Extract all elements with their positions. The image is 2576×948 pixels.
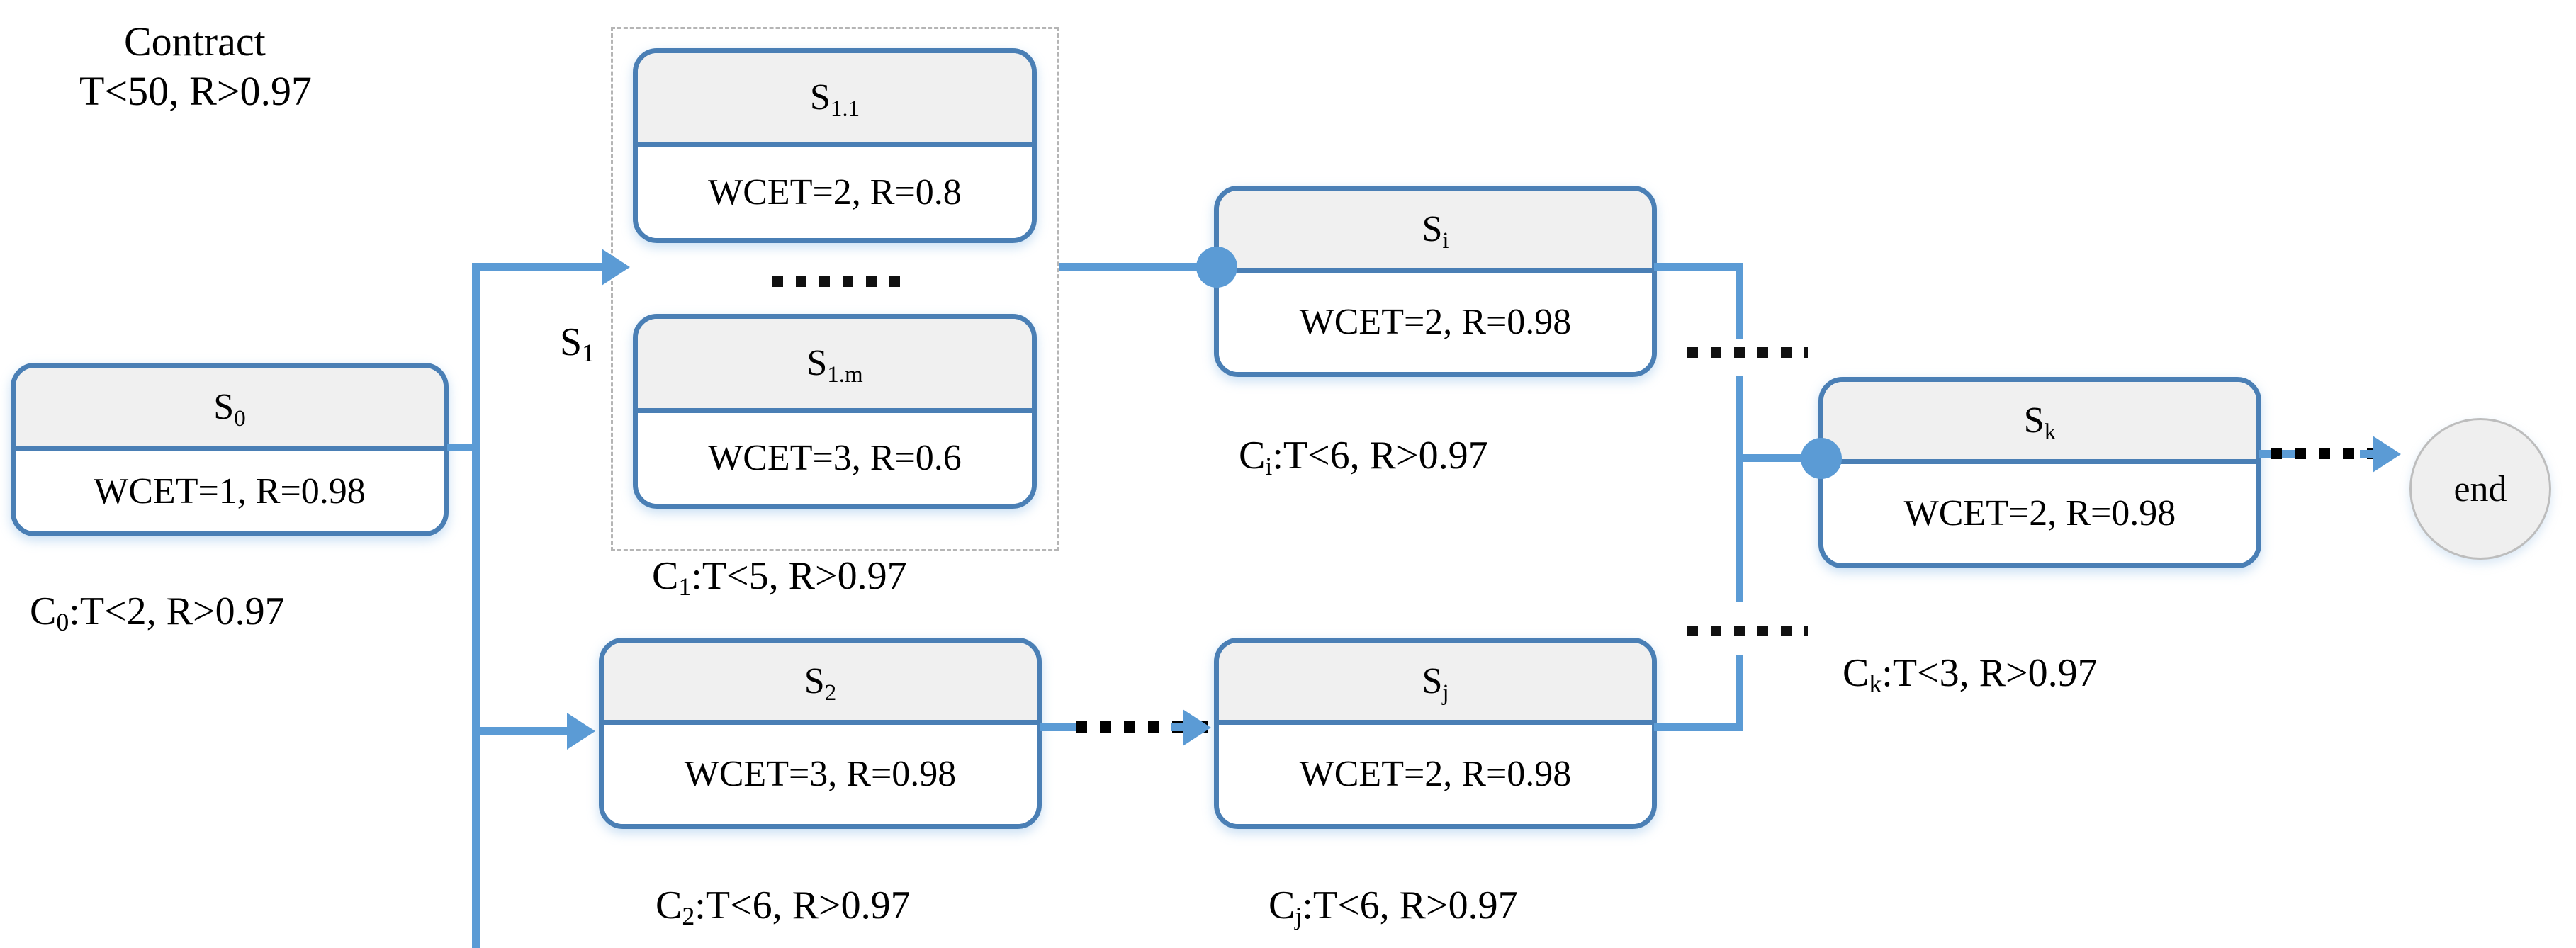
contract-c1-text: :T<5, R>0.97 — [691, 554, 907, 598]
contract-title: Contract — [124, 18, 266, 64]
contract-label-cj: Cj:T<6, R>0.97 — [1269, 882, 1518, 931]
node-s2-sub: 2 — [824, 679, 837, 706]
edge-s2-out-stub — [1040, 723, 1086, 731]
contract-c0-name: C — [30, 589, 57, 633]
edge-merge-mid-vert — [1736, 376, 1743, 602]
node-sj-header: Sj — [1219, 643, 1652, 725]
group-s1-dashed-box — [611, 27, 1059, 551]
node-s1-m-sub: 1.m — [827, 362, 863, 388]
contract-c2-sub: 2 — [682, 902, 695, 931]
contract-ck-name: C — [1843, 651, 1869, 695]
node-s2-body: WCET=3, R=0.98 — [604, 725, 1037, 824]
node-s2-header: S2 — [604, 643, 1037, 725]
edge-s1-group-to-si — [1059, 263, 1219, 271]
node-sk-spec: WCET=2, R=0.98 — [1903, 493, 2176, 534]
node-sk-name: S — [2023, 400, 2045, 441]
node-s1-1[interactable]: S1.1 WCET=2, R=0.8 — [633, 48, 1037, 243]
contract-label-ci: Ci:T<6, R>0.97 — [1239, 432, 1488, 481]
node-si-sub: i — [1442, 227, 1449, 254]
node-s1-1-body: WCET=2, R=0.8 — [638, 147, 1032, 238]
group-s1-label-name: S — [560, 320, 583, 364]
edge-s0-out-stub — [447, 444, 480, 451]
node-s2[interactable]: S2 WCET=3, R=0.98 — [599, 638, 1042, 829]
contract-label-c0: C0:T<2, R>0.97 — [30, 588, 285, 637]
arrowhead-to-end — [2373, 436, 2401, 473]
node-sk-body: WCET=2, R=0.98 — [1823, 464, 2256, 563]
node-sj[interactable]: Sj WCET=2, R=0.98 — [1214, 638, 1657, 829]
node-sj-body: WCET=2, R=0.98 — [1219, 725, 1652, 824]
contract-ci-text: :T<6, R>0.97 — [1272, 434, 1488, 478]
ellipsis-between-si-and-sk — [1687, 347, 1808, 358]
node-sk-header: Sk — [1823, 382, 2256, 464]
group-s1-label: S1 — [560, 319, 595, 368]
arrowhead-to-s1-group — [602, 249, 630, 286]
group-s1-label-sub: 1 — [582, 339, 595, 368]
edge-merge-lower-vert — [1736, 655, 1743, 731]
node-sj-sub: j — [1442, 679, 1449, 706]
arrowhead-to-s2 — [567, 713, 595, 750]
node-s2-name: S — [804, 660, 825, 701]
contract-c2-text: :T<6, R>0.97 — [694, 884, 911, 927]
contract-c0-sub: 0 — [56, 608, 69, 637]
node-s0-body: WCET=1, R=0.98 — [16, 451, 444, 531]
node-s1-m-name: S — [806, 343, 828, 383]
contract-c1-sub: 1 — [678, 572, 692, 602]
contract-c2-name: C — [656, 884, 682, 927]
node-si-spec: WCET=2, R=0.98 — [1299, 302, 1572, 342]
node-s1-1-spec: WCET=2, R=0.8 — [708, 172, 962, 213]
junction-dot-sk-left — [1801, 438, 1842, 479]
node-s0-header: S0 — [16, 368, 444, 451]
contract-label-c2: C2:T<6, R>0.97 — [656, 882, 911, 931]
node-s1-1-sub: 1.1 — [830, 96, 860, 122]
edge-merge-upper-vert — [1736, 263, 1743, 339]
contract-cj-sub: j — [1295, 902, 1303, 931]
contract-ci-sub: i — [1265, 452, 1273, 481]
contract-constraint: T<50, R>0.97 — [79, 68, 313, 114]
edge-merge-to-sk — [1736, 454, 1835, 462]
node-s0-name: S — [213, 386, 235, 427]
ellipsis-inside-group-s1 — [772, 276, 900, 287]
contract-cj-text: :T<6, R>0.97 — [1302, 884, 1518, 927]
contract-ck-sub: k — [1869, 670, 1882, 699]
node-sj-spec: WCET=2, R=0.98 — [1299, 754, 1572, 794]
contract-ci-name: C — [1239, 434, 1266, 478]
node-s1-m[interactable]: S1.m WCET=3, R=0.6 — [633, 314, 1037, 509]
contract-c1-name: C — [652, 554, 679, 598]
edge-sj-to-merge — [1654, 723, 1743, 731]
node-end[interactable]: end — [2409, 418, 2551, 560]
node-sk[interactable]: Sk WCET=2, R=0.98 — [1818, 377, 2261, 568]
node-s1-m-header: S1.m — [638, 319, 1032, 413]
edge-si-to-merge — [1654, 263, 1743, 271]
contract-c0-text: :T<2, R>0.97 — [69, 589, 285, 633]
node-s1-1-header: S1.1 — [638, 53, 1032, 147]
arrowhead-to-sj — [1183, 709, 1211, 746]
node-sj-name: S — [1422, 660, 1443, 701]
contract-cj-name: C — [1269, 884, 1295, 927]
node-s1-m-spec: WCET=3, R=0.6 — [708, 438, 962, 478]
junction-dot-si-left — [1196, 247, 1237, 288]
edge-s0-to-s2 — [472, 727, 571, 735]
node-s0-spec: WCET=1, R=0.98 — [94, 470, 366, 512]
node-s0[interactable]: S0 WCET=1, R=0.98 — [11, 363, 449, 536]
node-s2-spec: WCET=3, R=0.98 — [684, 754, 957, 794]
node-s1-m-body: WCET=3, R=0.6 — [638, 413, 1032, 504]
contract-label-ck: Ck:T<3, R>0.97 — [1843, 650, 2098, 699]
edge-s0-to-s1-group — [472, 263, 607, 271]
edge-split-spine — [472, 263, 480, 948]
node-si[interactable]: Si WCET=2, R=0.98 — [1214, 186, 1657, 377]
node-end-label: end — [2453, 468, 2507, 509]
node-s0-sub: 0 — [234, 405, 246, 431]
ellipsis-between-sj-and-sk — [1687, 626, 1808, 636]
contract-ck-text: :T<3, R>0.97 — [1882, 651, 2098, 695]
node-sk-sub: k — [2044, 419, 2057, 445]
dotted-edge-sk-to-end — [2271, 448, 2380, 459]
node-si-body: WCET=2, R=0.98 — [1219, 273, 1652, 372]
node-si-header: Si — [1219, 191, 1652, 273]
node-si-name: S — [1422, 208, 1443, 249]
contract-label-c1: C1:T<5, R>0.97 — [652, 553, 907, 602]
node-s1-1-name: S — [809, 77, 831, 118]
